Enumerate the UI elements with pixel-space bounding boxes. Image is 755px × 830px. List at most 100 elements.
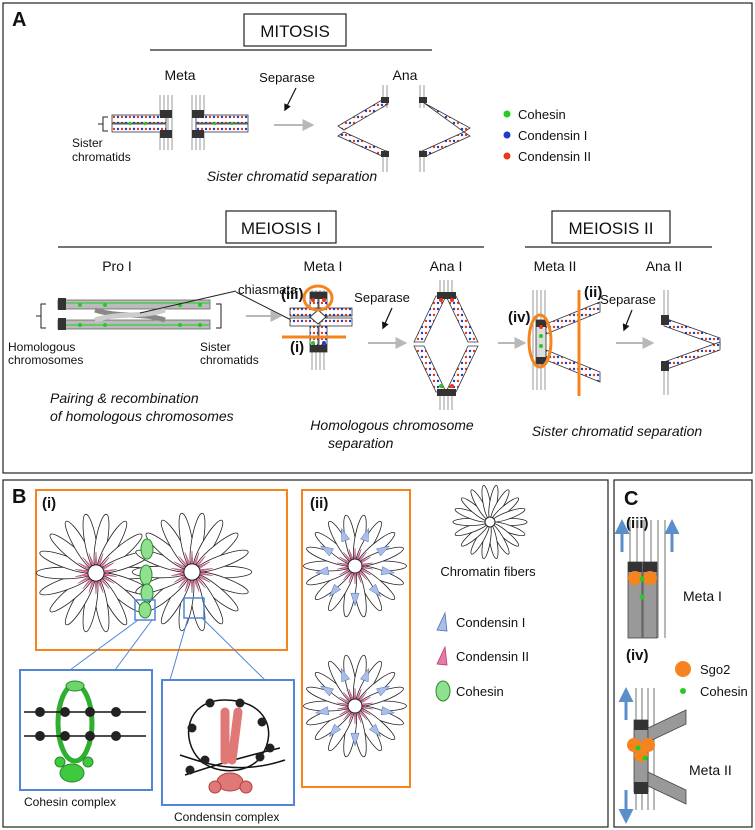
sgo2-legend-dot <box>675 661 691 677</box>
homologous-bracket <box>36 303 46 329</box>
condensin1-mark <box>319 685 334 697</box>
zoom-line-2 <box>114 619 153 671</box>
condensin1-mark <box>350 592 360 607</box>
homologous-label-1: Homologous <box>8 340 75 354</box>
chromatin-core <box>484 516 496 528</box>
condensin1-mark <box>380 566 396 576</box>
zoom-line-4 <box>201 617 266 681</box>
sister-label-1: Sister <box>200 340 231 354</box>
meiosis2-separase-arrow <box>622 309 633 332</box>
zoom-line-3 <box>169 617 189 681</box>
legend-b: Condensin I Condensin II Cohesin <box>435 611 529 702</box>
panel-b-label: B <box>12 486 26 508</box>
condensin1-mark <box>341 527 351 543</box>
sgo2-legend-label: Sgo2 <box>700 662 730 677</box>
panel-c-mark-iv: (iv) <box>626 647 649 664</box>
zoom-box-cohesin <box>134 599 156 621</box>
chiasmata-pointer-1 <box>139 290 237 314</box>
condensin1-mark <box>376 545 391 557</box>
condensin1-mark <box>350 732 360 747</box>
meta1-cross <box>289 290 353 370</box>
rosette-ii-top <box>303 514 407 618</box>
rosette-i-left <box>35 513 157 633</box>
condensin1-mark <box>328 583 342 598</box>
meta2-label: Meta II <box>534 258 577 274</box>
rosette-i-right <box>131 512 253 632</box>
zoom-box-condensin <box>183 597 205 619</box>
meiosis2-title: MEIOSIS II <box>568 219 653 238</box>
condensin-complex-label: Condensin complex <box>174 810 279 824</box>
panel-c-frame <box>613 479 753 828</box>
condensin1-mark <box>341 667 351 683</box>
meta2-chromosome <box>532 290 601 390</box>
panel-b-mark-i: (i) <box>42 495 56 512</box>
legend-condensin2: Condensin II <box>518 149 591 164</box>
meta1-circle-iii <box>302 284 334 312</box>
panel-b-i-box <box>35 489 288 651</box>
ana1-label: Ana I <box>430 258 463 274</box>
condensin1-mark <box>328 723 342 738</box>
panel-c-meta2-label: Meta II <box>689 762 732 778</box>
condensin1-mark <box>368 583 382 598</box>
zoom-line-1 <box>69 619 139 671</box>
meiosis1-caption-left-1: Pairing & recombination <box>50 390 199 406</box>
chromatin-core <box>347 698 363 714</box>
pro1-label: Pro I <box>102 258 132 274</box>
chiasmata-label: chiasmata <box>238 282 298 297</box>
panel-b-ii-box <box>301 489 411 788</box>
legend-condensin1: Condensin I <box>518 128 587 143</box>
legend-a: Cohesin Condensin I Condensin II <box>503 107 591 164</box>
legend-b-cohesin-icon <box>435 680 451 702</box>
condensin1-mark <box>359 667 369 683</box>
chromatin-fibers-label: Chromatin fibers <box>440 564 536 579</box>
meiosis1-caption-right-2: separation <box>328 435 394 451</box>
mitosis-title-box <box>243 13 347 47</box>
panel-c-label: C <box>624 488 638 510</box>
rosette-cohesins <box>138 538 154 619</box>
meiosis2-caption: Sister chromatid separation <box>532 423 703 439</box>
meiosis1-caption-left-2: of homologous chromosomes <box>50 408 234 424</box>
meta2-mark-ii: (ii) <box>584 284 602 301</box>
meta1-mark-iii: (iii) <box>281 286 304 303</box>
legend-condensin1-dot <box>503 131 511 139</box>
chromatin-fibers-rosette <box>452 485 528 559</box>
rosette-ii-bottom <box>303 654 407 758</box>
condensin1-mark <box>314 566 330 576</box>
meta2-mark-iv: (iv) <box>508 309 531 326</box>
condensin1-mark <box>368 723 382 738</box>
legend-cohesin: Cohesin <box>518 107 566 122</box>
condensin1-mark <box>359 527 369 543</box>
legend-b-cohesin: Cohesin <box>456 684 504 699</box>
legend-b-condensin1: Condensin I <box>456 615 525 630</box>
ana2-label: Ana II <box>646 258 683 274</box>
meta2-circle-iv <box>527 313 553 369</box>
meiosis1-caption-right-1: Homologous chromosome <box>310 417 474 433</box>
mitosis-caption: Sister chromatid separation <box>207 168 378 184</box>
cohesin-legend-dot <box>680 688 686 694</box>
mitosis-sister-label-line1: Sister <box>72 136 103 150</box>
mitosis-ana-label: Ana <box>393 67 418 83</box>
cohesin-complex-label: Cohesin complex <box>24 795 116 809</box>
condensin1-mark <box>376 685 391 697</box>
panel-a-frame <box>2 2 753 474</box>
chromatin-core <box>183 563 201 581</box>
panel-b-mark-ii: (ii) <box>310 495 328 512</box>
legend-b-condensin1-icon <box>436 611 448 632</box>
sister-bracket-pro1 <box>216 303 222 329</box>
chromatin-core <box>87 564 105 582</box>
condensin1-mark <box>380 706 396 716</box>
meta1-label: Meta I <box>304 258 343 274</box>
meta1-mark-i: (i) <box>290 339 304 356</box>
sister-chromatids-bracket <box>98 116 108 132</box>
panel-b-frame <box>2 479 609 828</box>
panel-c-meta2-drawing <box>618 687 687 824</box>
legend-cohesin-dot <box>503 110 511 118</box>
legend-b-condensin2: Condensin II <box>456 649 529 664</box>
ana1-chromosomes <box>413 280 479 410</box>
panel-c-meta1-label: Meta I <box>683 588 722 604</box>
condensin1-mark <box>319 545 334 557</box>
meiosis1-title: MEIOSIS I <box>241 219 321 238</box>
mitosis-sister-label-line2: chromatids <box>72 150 131 164</box>
cohesin-complex-drawing <box>24 680 146 783</box>
mitosis-ana-chromosomes <box>337 85 471 172</box>
